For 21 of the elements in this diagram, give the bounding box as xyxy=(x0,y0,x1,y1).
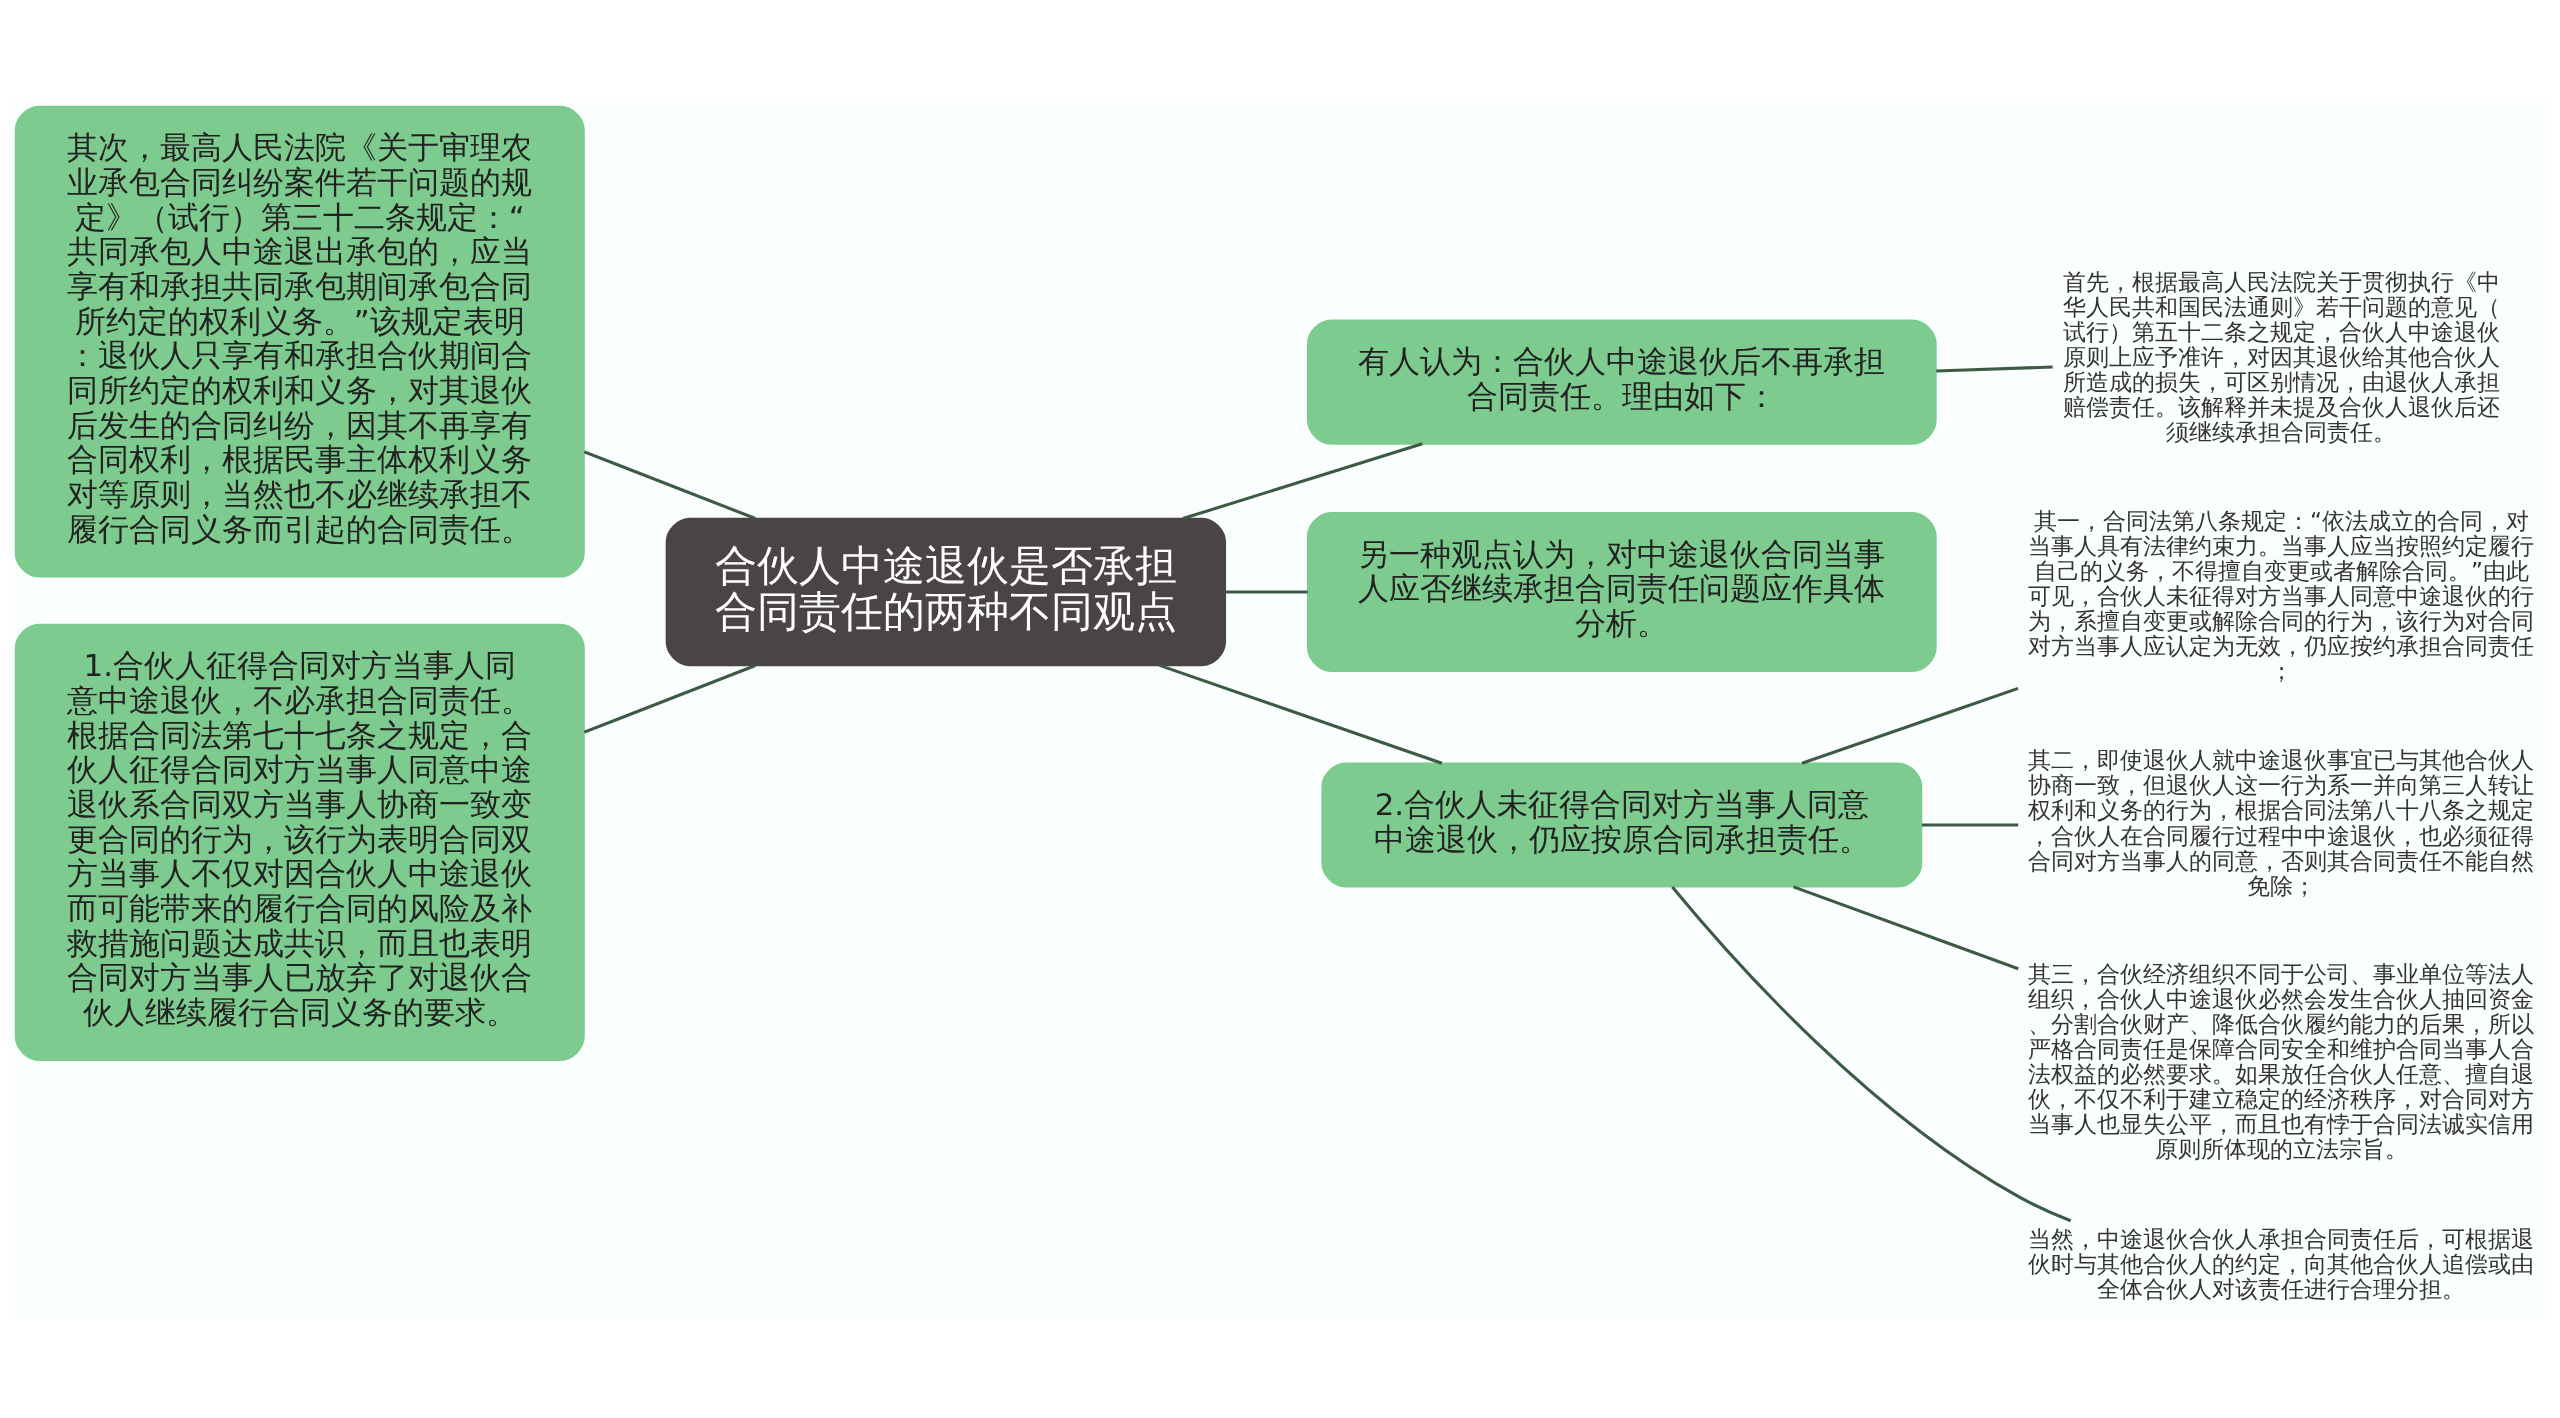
node-text: 首先，根据最高人民法院关于贯彻执行《中华人民共和国民法通则》若干问题的意见（试行）第五十二条之规定，合伙人中途退伙原则上应予准许，对因其退伙给其他合伙人所造成的损失，可区别情况，由退伙人承担赔偿责任。该解释并未提及合伙人退伙后还须继续承担合同责任。 xyxy=(2062,268,2500,446)
node-box: 其次，最高人民法院《关于审理农业承包合同纠纷案件若干问题的规定》（试行）第三十二条规定：“共同承包人中途退出承包的，应当享有和承担共同承包期间承包合同所约定的权利义务。”该规定表明：退伙人只享有和承担合伙期间合同所约定的权利和义务，对其退伙后发生的合同纠纷，因其不再享有合同权利，根据民事主体权利义务对等原则，当然也不必继续承担不履行合同义务而引起的合同责任。 xyxy=(14,105,585,578)
connector xyxy=(1936,365,2053,373)
connector xyxy=(1921,823,2019,827)
node-box: 2.合伙人未征得合同对方当事人同意中途退伙，仍应按原合同承担责任。 xyxy=(1321,762,1923,888)
connector xyxy=(1671,885,2072,1223)
connector xyxy=(1801,686,2019,765)
connector xyxy=(583,450,756,520)
connector xyxy=(1792,885,2019,971)
node-text: 其二，即使退伙人就中途退伙事宜已与其他合伙人协商一致，但退伙人这一行为系一并向第三人转让权利和义务的行为，根据合同法第八十八条之规定，合伙人在合同履行过程中中途退伙，也必须征得合同对方当事人的同意，否则其合同责任不能自然免除； xyxy=(2028,747,2535,899)
connector xyxy=(1182,442,1423,521)
node-text: 当然，中途退伙合伙人承担合同责任后，可根据退伙时与其他合伙人的约定，向其他合伙人追偿或由全体合伙人对该责任进行合理分担。 xyxy=(2028,1225,2535,1303)
node-box: 有人认为：合伙人中途退伙后不再承担合同责任。理由如下： xyxy=(1306,319,1937,445)
connector xyxy=(1159,663,1443,765)
node-box: 1.合伙人征得合同对方当事人同意中途退伙，不必承担合同责任。根据合同法第七十七条之规定，合伙人征得合同对方当事人同意中途退伙系合同双方当事人协商一致变更合同的行为，该行为表明合同双方当事人不仅对因合伙人中途退伙而可能带来的履行合同的风险及补救措施问题达成共识，而且也表明合同对方当事人已放弃了对退伙合伙人继续履行合同义务的要求。 xyxy=(14,623,585,1061)
node-box: 另一种观点认为，对中途退伙合同当事人应否继续承担合同责任问题应作具体分析。 xyxy=(1306,512,1937,672)
node-text: 其一，合同法第八条规定：“依法成立的合同，对当事人具有法律约束力。当事人应当按照约定履行自己的义务，不得擅自变更或者解除合同。”由此可见，合伙人未征得对方当事人同意中途退伙的行为，系擅自变更或解除合同的行为，该行为对合同对方当事人应认定为无效，仍应按约承担合同责任； xyxy=(2028,507,2535,684)
connector xyxy=(583,664,756,734)
connector xyxy=(1225,590,1308,594)
node-box: 合伙人中途退伙是否承担合同责任的两种不同观点 xyxy=(665,517,1227,667)
node-text: 其三，合伙经济组织不同于公司、事业单位等法人组织，合伙人中途退伙必然会发生合伙人抽回资金、分割合伙财产、降低合伙履约能力的后果，所以严格合同责任是保障合同安全和维护合同当事人合法权益的必然要求。如果放任合伙人任意、擅自退伙，不仅不利于建立稳定的经济秩序，对合同对方当事人也显失公平，而且也有悖于合同法诚实信用原则所体现的立法宗旨。 xyxy=(2028,961,2535,1163)
